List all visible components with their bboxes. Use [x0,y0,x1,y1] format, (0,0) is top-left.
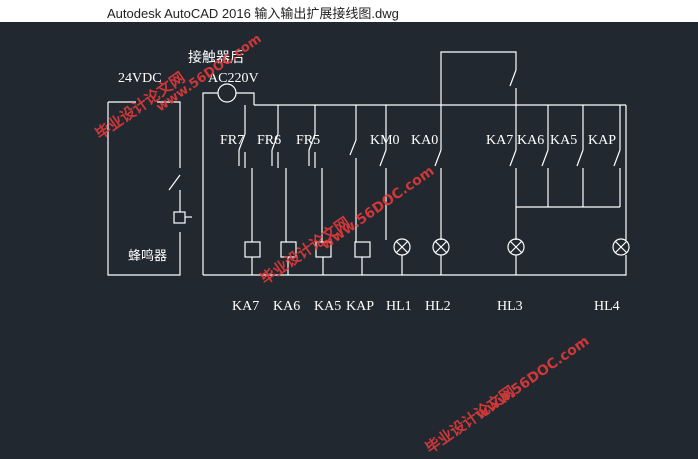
contact-label: KA0 [411,133,438,148]
wiring-diagram: 24VDC 接触器后 AC220V 蜂鸣器 FR7 FR6 FR5 KM0 KA… [92,31,630,457]
contact-label: KAP [588,133,616,148]
label-buzzer: 蜂鸣器 [128,248,167,263]
contact-label: KA5 [550,133,577,148]
window-title: Autodesk AutoCAD 2016 输入输出扩展接线图.dwg [107,6,399,21]
contact-label: KM0 [370,133,400,148]
contact-label: KA6 [517,133,544,148]
title-bar: Autodesk AutoCAD 2016 输入输出扩展接线图.dwg [0,0,698,22]
load-label: KAP [346,299,374,314]
watermark-layer: 毕业设计论文网 www.56DOC.com 毕业设计论文网 www.56DOC.… [92,31,592,457]
contact-label: KA7 [486,133,513,148]
load-label: KA5 [314,299,341,314]
watermark-site: www.56DOC.com [318,163,437,253]
source-symbol [217,83,237,103]
label-ac220v: AC220V [208,71,259,86]
load-label: HL2 [425,299,451,314]
drawing-canvas[interactable]: 24VDC 接触器后 AC220V 蜂鸣器 FR7 FR6 FR5 KM0 KA… [0,22,698,457]
label-contactor-note: 接触器后 [188,49,244,66]
contact-label: FR7 [220,133,244,148]
load-label: HL3 [497,299,523,314]
wire-lines [107,51,630,276]
load-label: KA6 [273,299,300,314]
label-24vdc: 24VDC [118,71,162,86]
contact-label: FR5 [296,133,320,148]
watermark-text: 毕业设计论文网 [422,382,518,454]
contact-label: FR6 [257,133,281,148]
load-label: HL4 [594,299,620,314]
load-label: HL1 [386,299,412,314]
load-label: KA7 [232,299,259,314]
